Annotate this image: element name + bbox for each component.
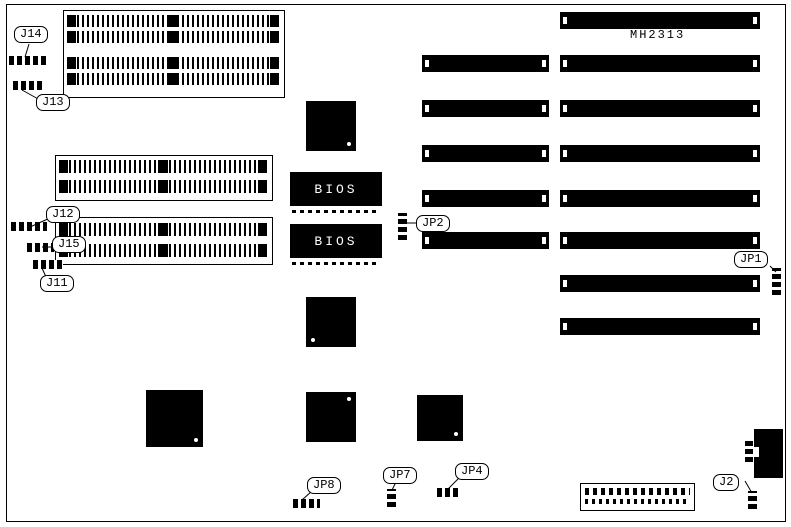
model-label: MH2313 — [630, 28, 686, 42]
simm-socket-row — [59, 244, 267, 257]
expansion-slot — [560, 100, 760, 117]
expansion-slot-extension — [422, 190, 549, 207]
ic-chip — [417, 395, 463, 441]
edge-connector-pins — [745, 438, 753, 462]
simm-socket-row — [59, 223, 267, 236]
callout-jp7: JP7 — [383, 467, 417, 484]
expansion-slot — [560, 55, 760, 72]
callout-jp2: JP2 — [416, 215, 450, 232]
callout-jp1: JP1 — [734, 251, 768, 268]
bios-label: BIOS — [314, 181, 358, 197]
jumper-jp4 — [437, 488, 461, 497]
jumper-jp1 — [772, 268, 781, 295]
pin-connector-row — [585, 499, 690, 504]
callout-jp8: JP8 — [307, 477, 341, 494]
ic-chip — [306, 101, 356, 151]
expansion-slot — [560, 318, 760, 335]
board-outline — [6, 4, 786, 522]
ic-chip — [306, 392, 356, 442]
edge-connector — [754, 429, 783, 478]
bios-label: BIOS — [314, 233, 358, 249]
jumper-j15 — [27, 243, 54, 252]
bios-socket-pins — [292, 262, 380, 265]
memory-bank-middle-upper — [55, 155, 273, 201]
memory-bank-top — [63, 10, 285, 98]
jumper-j14 — [9, 56, 49, 65]
jumper-j2 — [748, 491, 757, 509]
simm-socket-row — [67, 57, 279, 69]
simm-socket-row — [67, 15, 279, 27]
simm-socket-row — [67, 31, 279, 43]
callout-j15: J15 — [52, 236, 86, 253]
ic-chip — [146, 390, 203, 447]
expansion-slot — [560, 12, 760, 29]
expansion-slot-extension — [422, 55, 549, 72]
jumper-j13 — [13, 81, 45, 90]
jumper-jp7 — [387, 489, 396, 507]
jumper-jp8 — [293, 499, 320, 508]
callout-j13: J13 — [36, 94, 70, 111]
callout-j2: J2 — [713, 474, 740, 491]
expansion-slot-extension — [422, 100, 549, 117]
jumper-j12 — [11, 222, 47, 231]
callout-j12: J12 — [46, 206, 80, 223]
expansion-slot — [560, 145, 760, 162]
jumper-j11 — [33, 260, 63, 269]
expansion-slot-extension — [422, 145, 549, 162]
memory-bank-middle-lower — [55, 217, 273, 265]
simm-socket-row — [59, 180, 267, 193]
pin-connector — [580, 483, 695, 511]
simm-socket-row — [59, 160, 267, 173]
callout-j14: J14 — [14, 26, 48, 43]
jumper-jp2 — [398, 213, 407, 240]
callout-jp4: JP4 — [455, 463, 489, 480]
callout-j11: J11 — [40, 275, 74, 292]
expansion-slot — [560, 232, 760, 249]
simm-socket-row — [67, 73, 279, 85]
expansion-slot — [560, 190, 760, 207]
expansion-slot-extension — [422, 232, 549, 249]
bios-socket-pins — [292, 210, 380, 213]
bios-chip-2: BIOS — [290, 224, 382, 258]
expansion-slot — [560, 275, 760, 292]
bios-chip-1: BIOS — [290, 172, 382, 206]
pin-connector-row — [585, 488, 690, 495]
ic-chip — [306, 297, 356, 347]
